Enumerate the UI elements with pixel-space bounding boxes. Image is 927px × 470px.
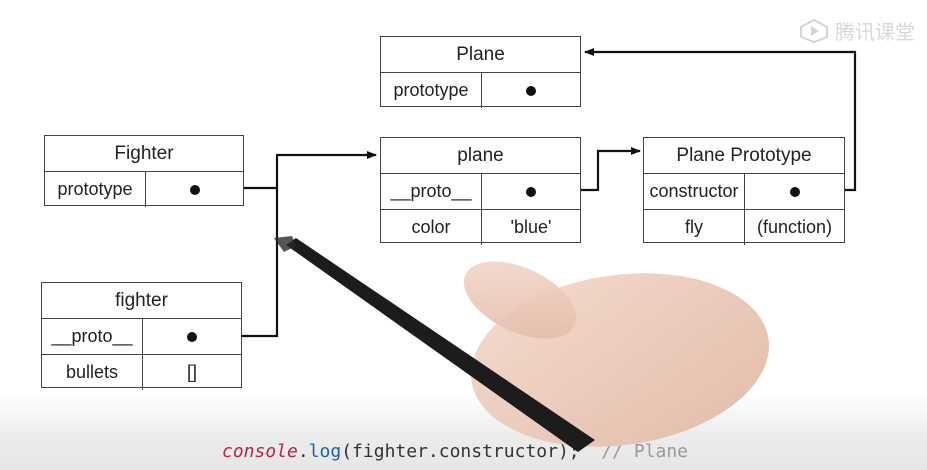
code-object: console	[222, 441, 298, 462]
box-row: prototype	[45, 172, 243, 207]
box-value: []	[186, 362, 197, 382]
box-key: bullets	[42, 355, 143, 390]
pointer-cell	[482, 174, 580, 209]
box-row: __proto__	[381, 174, 580, 210]
fighter-constructor-box: Fighter prototype	[44, 135, 244, 207]
box-title: Plane	[381, 37, 580, 73]
pointer-dot-icon	[526, 85, 536, 96]
pointer-dot-icon	[189, 184, 200, 195]
box-row: fly (function)	[644, 210, 844, 245]
box-row: bullets []	[42, 355, 241, 390]
play-logo-icon	[800, 18, 828, 43]
pointer-dot-icon	[187, 331, 197, 342]
box-value: 'blue'	[510, 217, 552, 237]
box-title: fighter	[42, 283, 241, 319]
box-row: __proto__	[42, 319, 241, 355]
box-title: Plane Prototype	[644, 138, 844, 174]
box-title: Fighter	[45, 136, 243, 172]
code-method: log	[308, 441, 342, 462]
pointer-dot-icon	[789, 186, 800, 197]
pointer-cell	[146, 172, 243, 207]
box-key: prototype	[381, 73, 482, 108]
pointer-cell	[143, 319, 241, 354]
watermark-text: 腾讯课堂	[835, 22, 915, 44]
box-key: prototype	[45, 172, 146, 207]
code-line: console.log(fighter.constructor); // Pla…	[222, 441, 688, 462]
plane-object-box: plane __proto__ color 'blue'	[380, 137, 581, 245]
box-value: (function)	[756, 217, 833, 237]
box-key: __proto__	[42, 319, 143, 354]
pointer-cell	[745, 174, 844, 209]
box-title: plane	[381, 138, 580, 174]
plane-constructor-box: Plane prototype	[380, 36, 581, 108]
code-comment: // Plane	[579, 441, 689, 462]
plane-prototype-box: Plane Prototype constructor fly (functio…	[643, 137, 845, 245]
code-args: (fighter.constructor);	[341, 441, 580, 462]
box-key: __proto__	[381, 174, 482, 209]
fighter-object-box: fighter __proto__ bullets []	[41, 282, 242, 390]
box-row: color 'blue'	[381, 210, 580, 245]
code-dot: .	[297, 441, 309, 462]
box-key: color	[381, 210, 482, 245]
pointer-dot-icon	[526, 186, 536, 197]
box-row: constructor	[644, 174, 844, 210]
pointer-cell	[482, 73, 580, 108]
box-row: prototype	[381, 73, 580, 108]
box-key: constructor	[644, 174, 745, 209]
box-key: fly	[644, 210, 745, 245]
watermark: 腾讯课堂	[799, 16, 915, 45]
